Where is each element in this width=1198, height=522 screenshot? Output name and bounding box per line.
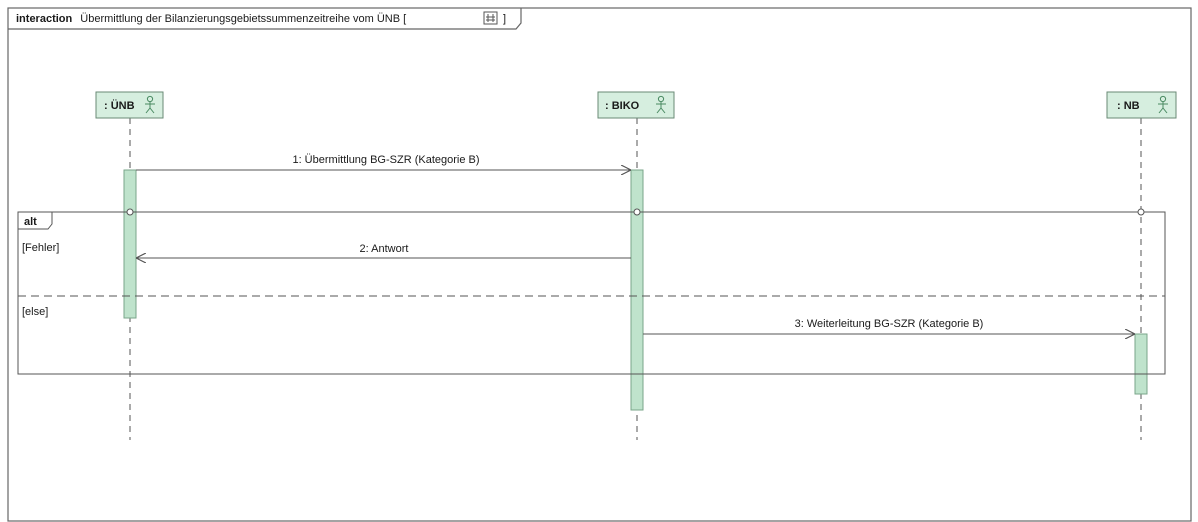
lifeline-nb-fragment-marker: [1137, 208, 1145, 216]
alt-fragment: [17, 211, 1166, 375]
interaction-name: Übermittlung der Bilanzierungsgebietssum…: [80, 13, 406, 25]
interaction-keyword: interaction: [16, 13, 73, 25]
message-3-label: 3: Weiterleitung BG-SZR (Kategorie B): [795, 318, 984, 330]
actor-icon: [1158, 95, 1168, 114]
interaction-frame: [7, 7, 1192, 522]
lifeline-uenb-fragment-marker: [126, 208, 134, 216]
actor-icon: [656, 95, 666, 114]
lifeline-nb-head[interactable]: : NB: [1106, 91, 1177, 119]
interaction-frame-tab: [8, 8, 522, 30]
actor-icon: [145, 95, 155, 114]
interaction-bracket-close: ]: [503, 13, 506, 25]
alt-operator-tab: [18, 212, 53, 230]
activation-bar-uenb: [123, 169, 137, 319]
lifeline-uenb-head[interactable]: : ÜNB: [95, 91, 164, 119]
lifeline-biko-fragment-marker: [633, 208, 641, 216]
alt-guard-fehler: [Fehler]: [22, 242, 59, 254]
interaction-label: interaction Übermittlung der Bilanzierun…: [16, 13, 406, 25]
activation-bar-biko: [630, 169, 644, 411]
lifeline-biko-label: : BIKO: [605, 100, 640, 112]
diagram-icon: [483, 11, 498, 25]
alt-operator-label: alt: [24, 216, 37, 228]
activation-bar-nb: [1134, 333, 1148, 395]
lifeline-uenb-label: : ÜNB: [104, 99, 135, 112]
lifeline-nb-label: : NB: [1117, 100, 1140, 112]
lifeline-biko-head[interactable]: : BIKO: [597, 91, 675, 119]
message-1-label: 1: Übermittlung BG-SZR (Kategorie B): [292, 154, 479, 166]
alt-guard-else: [else]: [22, 306, 48, 318]
message-2-label: 2: Antwort: [360, 243, 409, 255]
